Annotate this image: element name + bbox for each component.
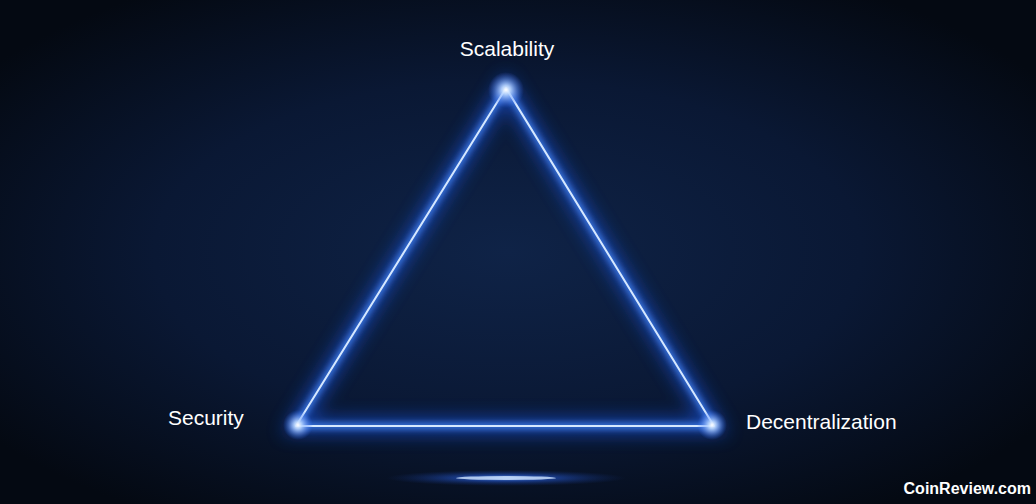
watermark: CoinReview.com <box>904 479 1031 498</box>
floor-glow-core <box>456 476 556 480</box>
triangle-core <box>296 88 714 426</box>
vertex-label: Decentralization <box>746 409 897 434</box>
vertex-label: Scalability <box>460 36 555 61</box>
vertex-glow <box>488 72 524 108</box>
triangle-outer-glow <box>296 88 714 426</box>
triangle-glow <box>296 88 714 426</box>
vertex-glow <box>283 410 313 440</box>
floor-glow <box>386 470 626 486</box>
vertex-glow <box>697 410 727 440</box>
vertex-label: Security <box>168 405 244 430</box>
